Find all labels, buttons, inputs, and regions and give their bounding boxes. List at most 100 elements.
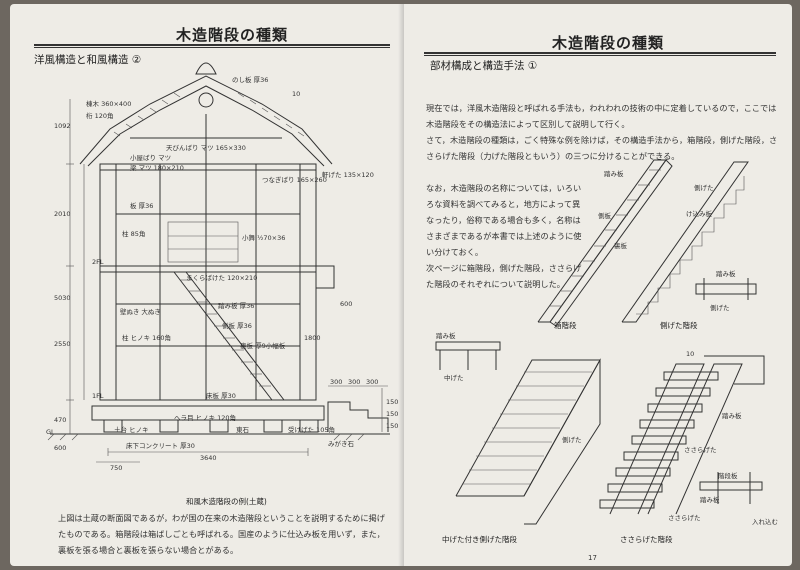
paragraph-4: 次ページに箱階段，側げた階段，ささらげた階段のそれぞれについて説明した。 (426, 263, 582, 289)
caption-mid-stringer: 中げた付き側げた階段 (442, 535, 517, 544)
label-sanda: ヘラ目 ヒノキ 120角 (174, 414, 237, 422)
left-wall (99, 163, 117, 401)
sasara-figure (599, 355, 765, 515)
label-hashira: 柱 85角 (122, 230, 146, 238)
roof-outline (79, 75, 333, 165)
label-ireko: 入れ込む (752, 518, 778, 526)
stair-treads (180, 279, 271, 387)
label-ita36: 板 厚36 (130, 202, 154, 210)
title-rule (34, 44, 390, 46)
dim-1800: 1800 (304, 334, 321, 342)
upper-railing (167, 221, 239, 263)
label-munagi: 棟木 360×400 (86, 100, 132, 108)
label-fumiita-c: 踏み板 (436, 332, 456, 340)
left-page: 木造階段の種類 洋風構造と和風構造 ② (10, 4, 406, 566)
caption-box-stair: 箱階段 (554, 321, 577, 330)
dim-750: 750 (110, 464, 123, 472)
ridge-log (198, 92, 214, 108)
label-yuka30: 床板 厚30 (206, 392, 236, 400)
label-top10: 10 (686, 350, 695, 358)
label-dodai: 土台 ヒノキ (114, 426, 149, 434)
label-gawageta2: 側げた (710, 304, 730, 312)
dim-5030: 5030 (54, 294, 71, 302)
right-wall (299, 163, 317, 401)
label-fumiita-b: 踏み板 (716, 270, 736, 278)
label-fumiita-a: 踏み板 (604, 170, 624, 178)
dim-2010: 2010 (54, 210, 71, 218)
roof-tiles (113, 92, 305, 137)
label-uraita-r: 裏板 (614, 242, 627, 250)
right-page-title: 木造階段の種類 (552, 34, 665, 52)
page-number: 17 (588, 554, 597, 562)
label-hari: 梁 マツ 180×210 (130, 164, 184, 172)
dim-470: 470 (54, 416, 67, 424)
label-gawaita: 側板 (598, 212, 611, 220)
right-page: 木造階段の種類 部材構成と構造手法 ① 現在では，洋風木造階段と呼ばれる手法も，… (404, 4, 792, 566)
label-nokigeta: 軒げた 135×120 (322, 171, 374, 179)
left-body-text: 上図は土蔵の断面図であるが，わが国の在来の木造階段ということを説明するために掲げ… (58, 513, 385, 555)
dim-300b: 300 (348, 378, 361, 386)
label-fumiita-d: 踏み板 (722, 412, 742, 420)
label-gawageta: 側げた (694, 184, 714, 192)
label-hashira2: 柱 ヒノキ 160角 (122, 334, 172, 342)
label-keta: 桁 120角 (86, 112, 114, 120)
left-page-subtitle: 洋風構造と和風構造 ② (34, 54, 142, 66)
title-rule-thin (34, 47, 390, 48)
caption-side-stringer: 側げた階段 (660, 321, 698, 330)
label-koma: 小舞 ½70×36 (242, 234, 286, 242)
right-title-rule-thin (424, 55, 776, 56)
dim-1092: 1092 (54, 122, 71, 130)
stair-stringer (173, 271, 273, 401)
paragraph-1: 現在では，洋風木造階段と呼ばれる手法も，われわれの技術の中に定着しているので，こ… (426, 103, 777, 129)
dim-300c: 300 (366, 378, 379, 386)
stair-figures (435, 159, 765, 525)
window-hood (315, 265, 335, 289)
label-1fl: 1FL (92, 392, 104, 400)
side-stringer-figure (621, 161, 757, 323)
label-gl: GL (46, 428, 55, 436)
label-sasarageta: ささらげた (684, 446, 717, 454)
label-migakiishi: みがき石 (328, 440, 354, 448)
label-tsunagi: つなぎばり 165×260 (262, 176, 327, 184)
box-stair-figure (537, 159, 673, 327)
dim-300a: 300 (330, 378, 343, 386)
left-figure-caption: 和風木造階段の例(土蔵) (186, 497, 267, 506)
dim-150b: 150 (386, 410, 399, 418)
right-title-rule (424, 52, 776, 54)
dim-2550: 2550 (54, 340, 71, 348)
dim-10: 10 (292, 90, 301, 98)
label-ukegeta: 受けげた 105角 (288, 426, 335, 434)
label-tenbin: 天びんばり マツ 165×330 (166, 144, 246, 152)
dim-150c: 150 (386, 422, 399, 430)
label-fumiita-e: 踏み板 (700, 496, 720, 504)
label-sasarageta2: ささらげた (668, 514, 701, 522)
label-kokabari: 小屋ばり マツ (130, 154, 172, 162)
label-kekomi: け込み板 (686, 210, 712, 218)
label-tokoshita: 床下コンクリート 厚30 (126, 442, 195, 450)
left-page-title: 木造階段の種類 (176, 26, 289, 44)
label-gawageta3: 側げた (562, 436, 582, 444)
label-nakageta: 中げた (444, 374, 464, 382)
ridge-ornament (195, 62, 217, 75)
label-kabe: 壁ぬき 大ぬき (120, 308, 161, 316)
label-tsuka: 東石 (236, 426, 249, 434)
dim-150a: 150 (386, 398, 399, 406)
label-gawa: 側板 厚36 (222, 322, 252, 330)
foundation-slab (91, 405, 325, 421)
roof-inner (87, 85, 325, 167)
mid-stringer-figure (435, 341, 601, 525)
label-noshiita: のし板 厚36 (232, 76, 269, 84)
label-2fl: 2FL (92, 258, 104, 266)
dim-600: 600 (54, 444, 67, 452)
caption-sasara: ささらげた階段 (620, 535, 673, 544)
right-page-subtitle: 部材構成と構造手法 ① (430, 60, 538, 72)
paragraph-2: さて，木造階段の種類は，ごく特殊な例を除けば，その構造手法から，箱階段，側げた階… (426, 135, 778, 161)
dim-3640: 3640 (200, 454, 217, 462)
label-fumiita: 踏み板 厚36 (218, 302, 255, 310)
dim-600b: 600 (340, 300, 353, 308)
dozo-section-drawing (47, 62, 390, 463)
paragraph-3: なお，木造階段の名称については，いろいろな資料を調べてみると，地方によって異なっ… (426, 183, 582, 257)
label-kaidan: 階段板 (718, 472, 738, 480)
label-makuraita: まくらばけた 120×210 (186, 274, 258, 282)
